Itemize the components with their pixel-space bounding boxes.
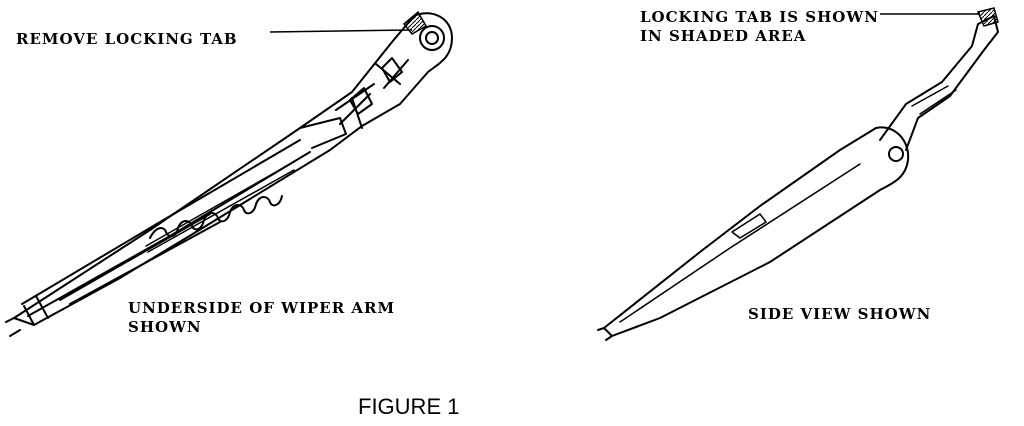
side-view-wiper-arm-drawing <box>597 15 999 341</box>
locking-tab-shaded-label-line1: LOCKING TAB IS SHOWN <box>640 8 879 26</box>
underside-label-line2: SHOWN <box>128 318 202 336</box>
underside-label-line1: UNDERSIDE OF WIPER ARM <box>128 299 396 317</box>
figure-caption: FIGURE 1 <box>358 394 460 419</box>
locking-tab-shaded-label-line2: IN SHADED AREA <box>640 27 807 45</box>
remove-tab-leader <box>269 29 413 33</box>
right-locking-tab-shade <box>976 7 999 27</box>
side-view-label: SIDE VIEW SHOWN <box>748 305 932 323</box>
underside-wiper-arm-drawing <box>5 12 453 337</box>
remove-locking-tab-label: REMOVE LOCKING TAB <box>16 30 238 48</box>
